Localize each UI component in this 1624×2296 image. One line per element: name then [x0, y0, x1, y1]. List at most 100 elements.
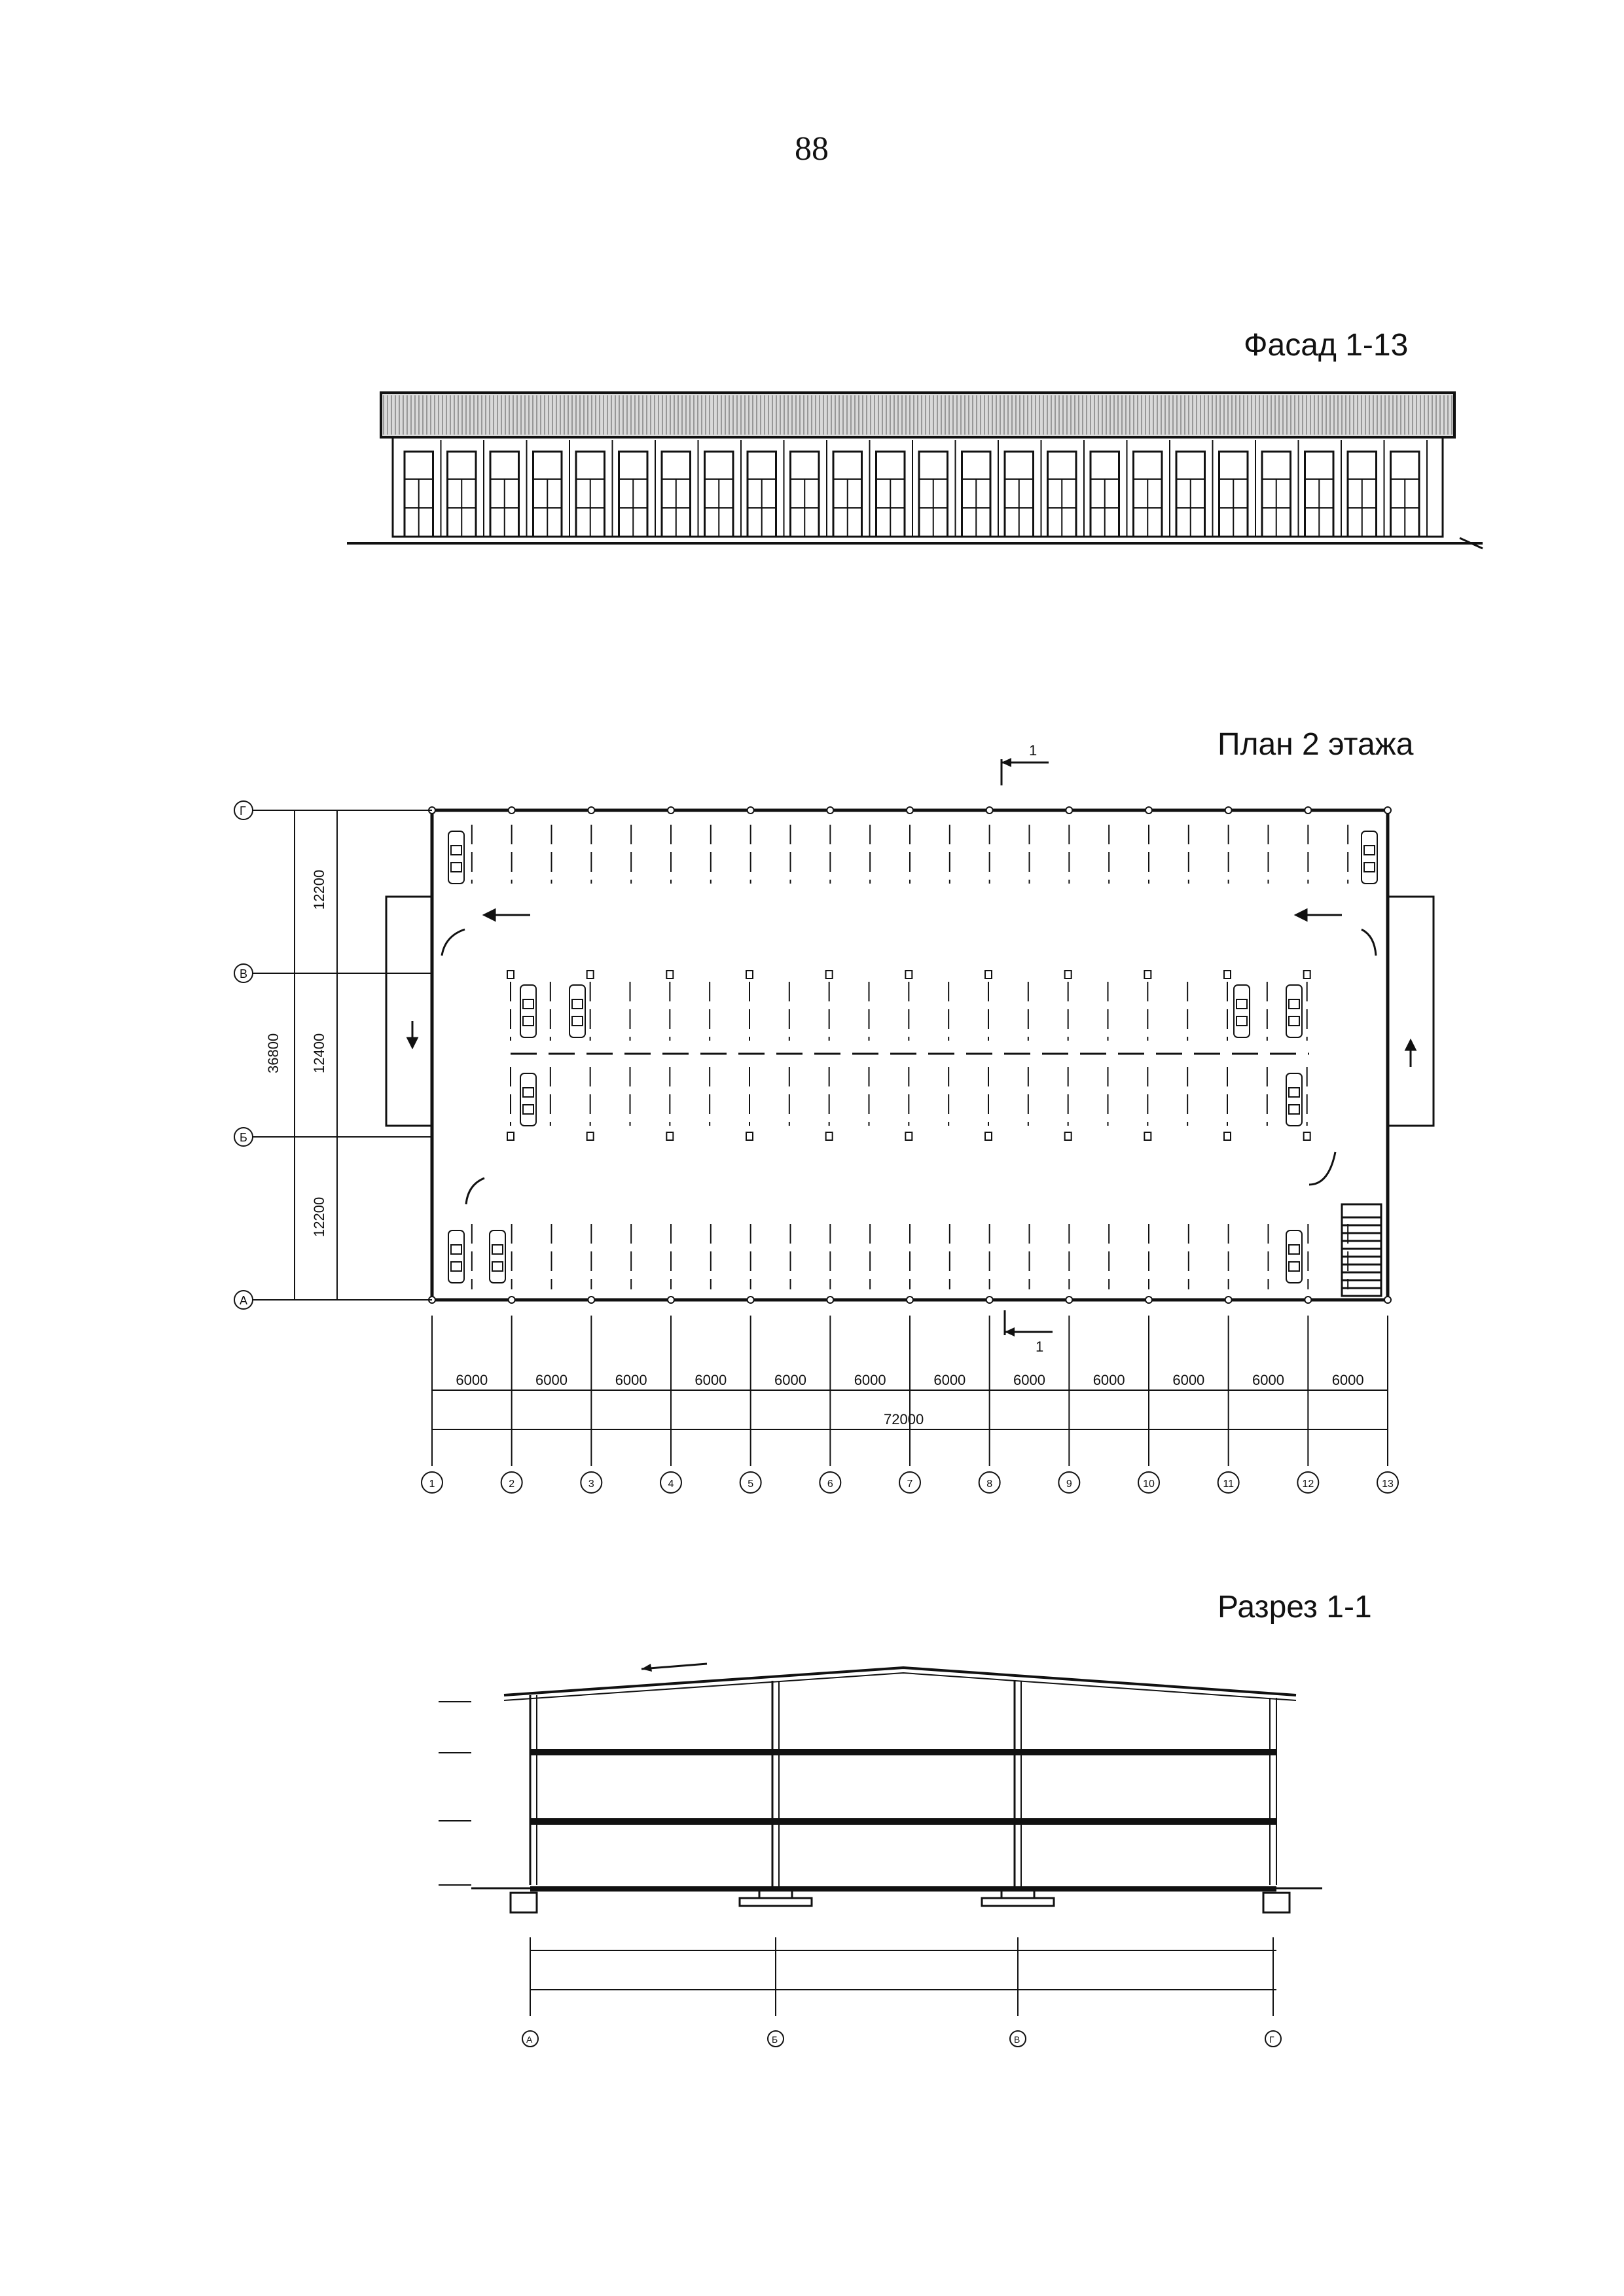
- car: [1286, 1073, 1303, 1126]
- column: [905, 970, 913, 979]
- axis-number-bubble: 4: [660, 1471, 682, 1494]
- column: [985, 806, 994, 814]
- facade-bay: [1218, 440, 1256, 538]
- facade-bay: [1261, 440, 1299, 538]
- total-length-label: 72000: [884, 1411, 924, 1427]
- facade-bay: [489, 440, 528, 538]
- car: [569, 984, 586, 1038]
- row-dim-2: 12400: [311, 1033, 327, 1073]
- facade-title: Фасад 1-13: [1244, 328, 1409, 363]
- section-title: Разрез 1-1: [1218, 1590, 1372, 1624]
- bay-width-label: 6000: [615, 1372, 647, 1388]
- section-drawing: А Б В Г: [439, 1662, 1322, 2047]
- bay-width-label: 6000: [774, 1372, 806, 1388]
- column: [985, 1296, 994, 1304]
- stair: [1341, 1203, 1382, 1297]
- column: [666, 1132, 674, 1141]
- column: [826, 806, 835, 814]
- facade-bay: [1304, 440, 1342, 538]
- column: [1064, 1132, 1072, 1141]
- column: [507, 1132, 514, 1141]
- plan-drawing: 1 1 36800 12200 12: [234, 742, 1435, 1494]
- bay-width-label: 6000: [1252, 1372, 1284, 1388]
- axis-number-bubble: 11: [1217, 1471, 1240, 1494]
- axis-label-g: Г: [240, 804, 246, 817]
- column: [1223, 970, 1231, 979]
- column: [1065, 806, 1074, 814]
- column: [1145, 1296, 1153, 1304]
- roof-hatch: [383, 395, 1453, 435]
- axis-label-v: В: [240, 967, 247, 980]
- axis-number-label: 8: [986, 1479, 992, 1490]
- bay-width-label: 6000: [695, 1372, 727, 1388]
- facade-drawing: [347, 391, 1483, 550]
- axis-number-label: 10: [1143, 1479, 1155, 1490]
- bay-width-label: 6000: [1332, 1372, 1364, 1388]
- row-dim-1: 12200: [311, 870, 327, 910]
- facade-bay: [1175, 440, 1214, 538]
- bay-width-label: 6000: [1093, 1372, 1125, 1388]
- section-axis-bubbles: [522, 2030, 1282, 2047]
- section-axis-g: Г: [1269, 2034, 1274, 2045]
- facade-bay: [446, 440, 484, 538]
- facade-bay: [875, 440, 913, 538]
- section-mark-top: 1: [1000, 742, 1049, 785]
- column: [1384, 1296, 1392, 1304]
- facade-bay: [746, 440, 785, 538]
- column: [984, 970, 992, 979]
- axis-number-label: 11: [1223, 1479, 1234, 1490]
- column: [906, 806, 914, 814]
- facade-bay: [704, 440, 742, 538]
- facade-bay: [660, 440, 699, 538]
- section-mark-bottom: 1: [1003, 1310, 1053, 1355]
- facade-bay: [575, 440, 613, 538]
- page-number: 88: [795, 130, 829, 168]
- column: [1144, 970, 1152, 979]
- car: [1233, 984, 1250, 1038]
- column: [1223, 1132, 1231, 1141]
- column: [507, 970, 514, 979]
- axis-label-b: Б: [240, 1131, 247, 1144]
- axis-number-bubble: 13: [1377, 1471, 1399, 1494]
- plan-cars: [448, 831, 1378, 1283]
- axis-number-label: 7: [907, 1479, 913, 1490]
- facade-bay: [1047, 440, 1085, 538]
- car: [1361, 831, 1378, 884]
- column: [746, 806, 755, 814]
- axis-number-label: 12: [1302, 1479, 1314, 1490]
- column: [1303, 1132, 1311, 1141]
- column: [1303, 970, 1311, 979]
- column: [1064, 970, 1072, 979]
- facade-bay: [403, 440, 442, 538]
- column: [826, 1296, 835, 1304]
- column: [1144, 1132, 1152, 1141]
- column: [1384, 806, 1392, 814]
- section-axis-v: В: [1014, 2034, 1020, 2045]
- facade-bay: [961, 440, 999, 538]
- axis-number-bubble: 8: [978, 1471, 1001, 1494]
- column: [507, 1296, 516, 1304]
- car: [520, 984, 537, 1038]
- axis-label-a: А: [240, 1294, 247, 1307]
- facade-bay: [1390, 440, 1428, 538]
- axis-number-bubble: 9: [1058, 1471, 1081, 1494]
- section-mark-top-label: 1: [1029, 742, 1037, 759]
- section-dimension-lines: [530, 1937, 1276, 2016]
- column: [825, 970, 833, 979]
- column: [984, 1132, 992, 1141]
- axis-number-bubble: 7: [899, 1471, 921, 1494]
- column: [1304, 806, 1312, 814]
- column: [746, 1132, 753, 1141]
- axis-number-bubble: 1: [421, 1471, 443, 1494]
- axis-number-bubble: 12: [1297, 1471, 1320, 1494]
- column: [667, 806, 675, 814]
- axis-number-label: 3: [588, 1479, 594, 1490]
- column: [667, 1296, 675, 1304]
- column: [746, 970, 753, 979]
- column: [1065, 1296, 1074, 1304]
- car: [520, 1073, 537, 1126]
- axis-letter-bubbles: [234, 800, 253, 1310]
- section-mark-bottom-label: 1: [1036, 1338, 1043, 1355]
- bay-width-label: 6000: [456, 1372, 488, 1388]
